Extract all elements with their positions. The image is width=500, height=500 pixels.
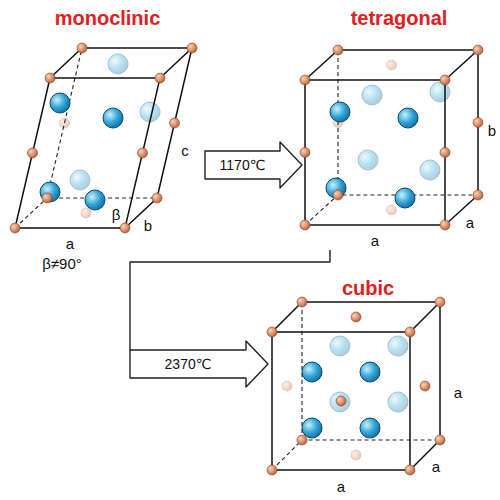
axis-label: b <box>144 217 152 234</box>
oxygen-atom <box>300 75 310 85</box>
oxygen-atoms <box>10 43 483 475</box>
oxygen-atom <box>10 223 20 233</box>
oxygen-atom <box>440 220 450 230</box>
faded-atom <box>351 450 361 460</box>
faded-atom <box>420 160 440 180</box>
faded-atom <box>430 82 450 102</box>
phase-cell: cubic <box>268 276 468 488</box>
phase-title: tetragonal <box>351 6 448 30</box>
zirconium-atom <box>330 102 350 122</box>
cell-edge <box>272 302 440 470</box>
oxygen-atom <box>170 118 180 128</box>
oxygen-atom <box>152 193 162 203</box>
oxygen-atom <box>473 45 483 55</box>
zirconium-atom <box>103 108 123 128</box>
faded-atom <box>330 336 350 356</box>
oxygen-atom <box>120 223 130 233</box>
oxygen-atom <box>333 190 343 200</box>
temperature-label: 2370℃ <box>163 356 214 372</box>
oxygen-atom <box>473 118 483 128</box>
oxygen-atom <box>405 327 415 337</box>
connectors <box>130 142 330 387</box>
oxygen-atom <box>473 190 483 200</box>
faded-atom <box>108 54 128 74</box>
faded-atom <box>388 392 408 412</box>
cell-edge <box>305 50 478 225</box>
oxygen-atom <box>420 381 430 391</box>
axis-label: a <box>454 384 462 401</box>
zirconium-atom <box>40 182 60 202</box>
faded-atoms <box>60 54 451 460</box>
zirconium-atom <box>302 362 322 382</box>
axis-label: a <box>66 235 74 252</box>
zirconium-atoms <box>40 93 418 438</box>
axis-label: a <box>466 214 474 231</box>
oxygen-atom <box>351 312 361 322</box>
hidden-edges <box>15 48 478 470</box>
angle-note: β≠90° <box>42 255 82 272</box>
zirconium-atom <box>302 418 322 438</box>
oxygen-atom <box>45 73 55 83</box>
oxygen-atom <box>333 45 343 55</box>
oxygen-atom <box>77 43 87 53</box>
faded-atom <box>282 381 292 391</box>
oxygen-atom <box>435 297 445 307</box>
oxygen-atom <box>297 435 307 445</box>
phase-cell: tetragonal <box>302 6 496 250</box>
hidden-edge <box>272 302 440 470</box>
oxygen-atom <box>267 327 277 337</box>
oxygen-atom <box>187 43 197 53</box>
faded-atom <box>387 205 397 215</box>
oxygen-atom <box>155 73 165 83</box>
faded-atom <box>358 150 378 170</box>
oxygen-atom <box>405 465 415 475</box>
oxygen-atom <box>28 148 38 158</box>
oxygen-atom <box>300 148 310 158</box>
faded-atom <box>81 208 91 218</box>
oxygen-atom <box>297 297 307 307</box>
oxygen-atom <box>435 435 445 445</box>
axis-label: c <box>181 142 189 159</box>
zirconium-atom <box>360 362 380 382</box>
phase-title: monoclinic <box>55 6 161 30</box>
axis-label: a <box>432 458 440 475</box>
transition-arrow <box>130 250 330 387</box>
phase-cell: monoclinic <box>10 6 205 251</box>
zirconium-atom <box>360 418 380 438</box>
faded-atom <box>70 170 90 190</box>
cell-edge <box>15 48 192 228</box>
axis-label: β <box>112 206 121 223</box>
faded-atom <box>387 60 397 70</box>
oxygen-atom <box>300 220 310 230</box>
axis-label: a <box>371 232 379 249</box>
faded-atom <box>330 392 350 412</box>
axis-label: a <box>337 478 345 495</box>
faded-atom <box>388 336 408 356</box>
oxygen-atom <box>440 148 450 158</box>
oxygen-atom <box>42 193 52 203</box>
transition-arrow <box>205 142 302 188</box>
zirconium-atom <box>398 108 418 128</box>
zirconium-atom <box>85 190 105 210</box>
zirconium-atom <box>50 93 70 113</box>
faded-atom <box>362 85 382 105</box>
axis-label: b <box>488 122 496 139</box>
hidden-edge <box>305 50 478 225</box>
oxygen-atom <box>138 148 148 158</box>
oxygen-atom <box>267 465 277 475</box>
cell-edges <box>15 48 478 470</box>
zirconium-atom <box>395 188 415 208</box>
temperature-label: 1170℃ <box>218 157 268 173</box>
oxygen-atom <box>336 396 346 406</box>
phase-title: cubic <box>342 276 394 300</box>
oxygen-atom <box>440 75 450 85</box>
